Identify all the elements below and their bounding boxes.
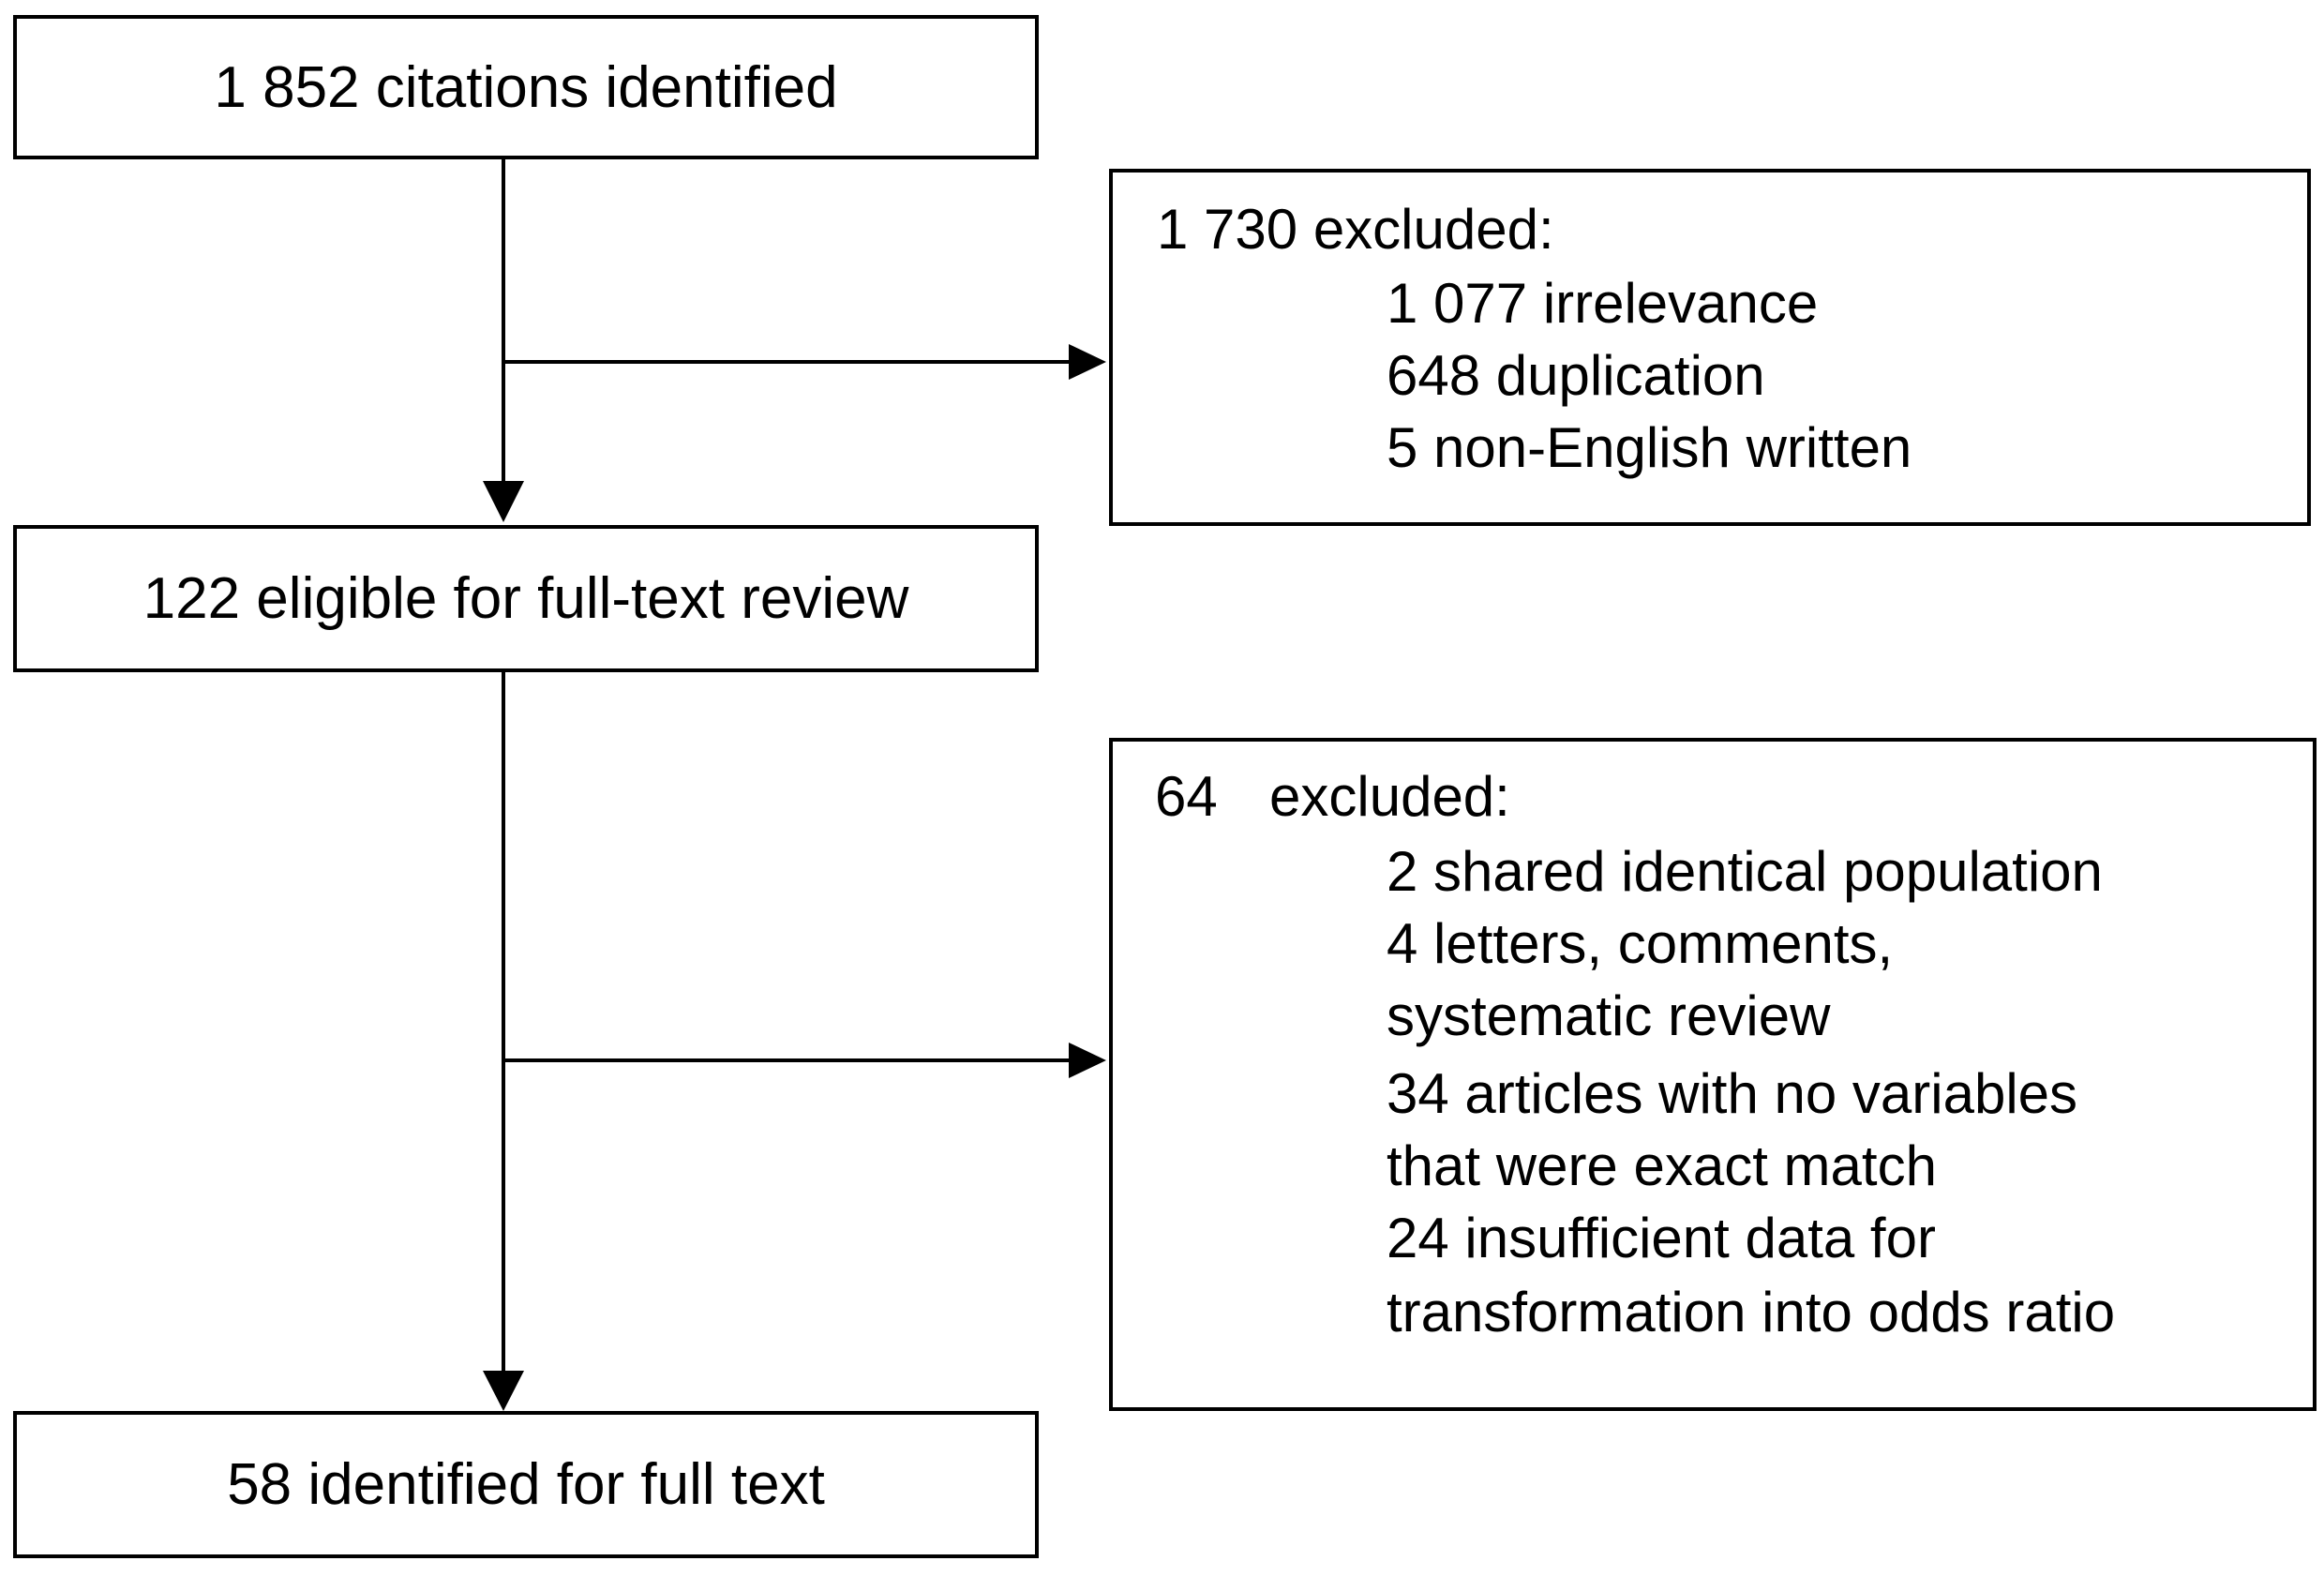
excluded-second-item: transformation into odds ratio — [1387, 1281, 2116, 1343]
box-excluded-first — [1109, 169, 2311, 526]
arrowhead-right-1 — [1069, 344, 1106, 380]
arrowhead-down-1 — [483, 481, 524, 522]
arrowhead-down-2 — [483, 1371, 524, 1411]
excluded-first-item: 648 duplication — [1387, 344, 1765, 407]
excluded-second-item: that were exact match — [1387, 1134, 1937, 1197]
excluded-first-title: 1 730 excluded: — [1157, 198, 1554, 261]
excluded-second-item: systematic review — [1387, 984, 1831, 1047]
box-excluded-second — [1109, 738, 2317, 1411]
excluded-second-item: 4 letters, comments, — [1387, 912, 1894, 975]
excluded-second-item: 24 insufficient data for — [1387, 1207, 1936, 1269]
arrowhead-right-2 — [1069, 1043, 1106, 1078]
box-identified-full-text: 58 identified for full text — [13, 1411, 1039, 1558]
box-eligible-review-label: 122 eligible for full-text review — [142, 566, 909, 631]
box-citations-identified-label: 1 852 citations identified — [214, 54, 838, 120]
excluded-first-item: 5 non-English written — [1387, 416, 1912, 479]
excluded-second-count: 64 — [1155, 765, 1218, 828]
excluded-second-item: 34 articles with no variables — [1387, 1062, 2078, 1125]
excluded-second-label: excluded: — [1269, 765, 1510, 828]
box-identified-full-text-label: 58 identified for full text — [227, 1452, 825, 1517]
box-eligible-review: 122 eligible for full-text review — [13, 525, 1039, 672]
excluded-second-item: 2 shared identical population — [1387, 840, 2103, 903]
box-citations-identified: 1 852 citations identified — [13, 15, 1039, 159]
excluded-first-item: 1 077 irrelevance — [1387, 272, 1819, 335]
